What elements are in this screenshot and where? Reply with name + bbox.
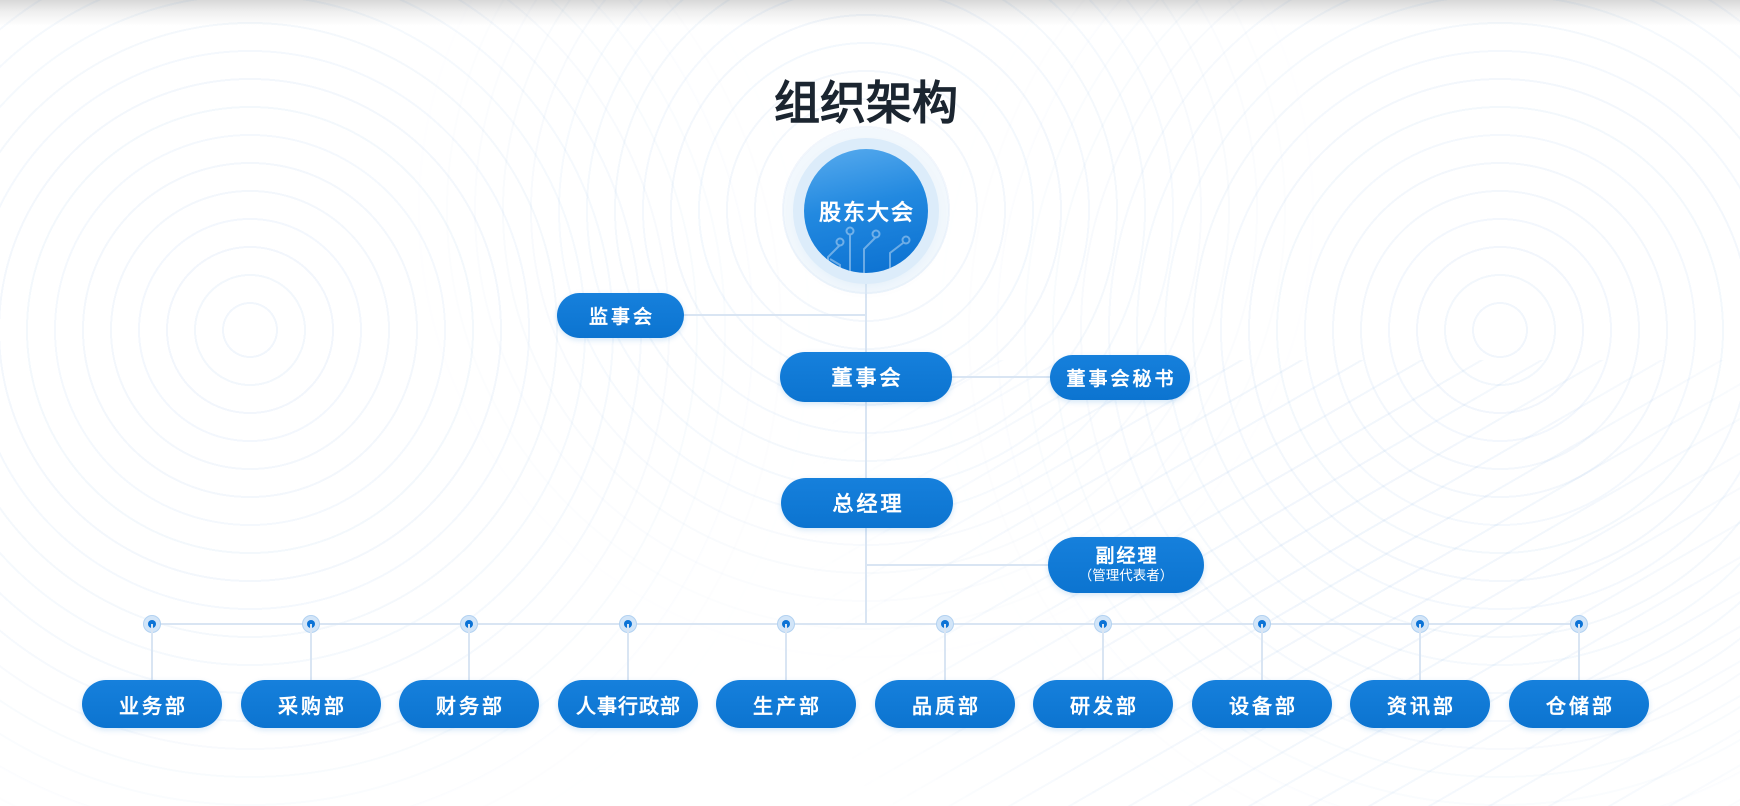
node-department-production: 生产部 — [716, 680, 856, 728]
node-label: 业务部 — [119, 695, 188, 718]
node-supervisory-board: 监事会 — [557, 293, 684, 338]
node-deputy-manager: 副经理 （管理代表者） — [1048, 537, 1204, 593]
department-group: 人事行政部 — [558, 615, 698, 745]
connector-stem — [785, 624, 787, 682]
department-group: 采购部 — [241, 615, 381, 745]
top-edge-shadow — [0, 0, 1740, 26]
node-department-quality: 品质部 — [875, 680, 1015, 728]
department-group: 财务部 — [399, 615, 539, 745]
connector-stem — [151, 624, 153, 682]
node-department-hr-admin: 人事行政部 — [558, 680, 698, 728]
node-shareholders-meeting: 股东大会 — [804, 149, 928, 273]
ripple-texture-left — [0, 0, 825, 806]
node-department-warehouse: 仓储部 — [1509, 680, 1649, 728]
node-label: 资讯部 — [1387, 695, 1456, 718]
connector-stem — [310, 624, 312, 682]
connector-board-to-gm — [865, 402, 867, 479]
node-label: 董事会秘书 — [1066, 369, 1177, 390]
node-department-it: 资讯部 — [1350, 680, 1490, 728]
node-label: 总经理 — [832, 493, 905, 516]
node-label: 研发部 — [1070, 695, 1139, 718]
connector-stem — [627, 624, 629, 682]
diagonal-texture — [760, 360, 1740, 806]
node-label: 仓储部 — [1546, 695, 1615, 718]
department-group: 研发部 — [1033, 615, 1173, 745]
node-label: 股东大会 — [818, 200, 915, 225]
connector-stem — [468, 624, 470, 682]
connector-stem — [1261, 624, 1263, 682]
node-board-secretary: 董事会秘书 — [1050, 355, 1190, 400]
node-department-rnd: 研发部 — [1033, 680, 1173, 728]
connector-department-rail — [152, 623, 1579, 625]
department-group: 业务部 — [82, 615, 222, 745]
connector-stem — [1578, 624, 1580, 682]
connector-root-to-board — [865, 280, 867, 353]
connector-stem — [1419, 624, 1421, 682]
node-department-finance: 财务部 — [399, 680, 539, 728]
node-label: 副经理 — [1095, 546, 1159, 568]
node-label: 人事行政部 — [576, 695, 681, 718]
department-group: 仓储部 — [1509, 615, 1649, 745]
node-label: 监事会 — [588, 307, 655, 328]
connector-gm-to-departments — [865, 526, 867, 625]
department-group: 资讯部 — [1350, 615, 1490, 745]
node-label: 生产部 — [753, 695, 822, 718]
node-general-manager: 总经理 — [781, 478, 953, 528]
node-label: 董事会 — [831, 367, 904, 390]
node-sublabel: （管理代表者） — [1078, 568, 1174, 584]
node-label: 采购部 — [278, 695, 347, 718]
node-label: 品质部 — [912, 695, 981, 718]
department-group: 生产部 — [716, 615, 856, 745]
connector-supervisory-branch — [620, 314, 866, 316]
circuit-pattern-icon — [827, 226, 924, 273]
ripple-texture-right — [925, 0, 1740, 806]
department-group: 品质部 — [875, 615, 1015, 745]
connector-secretary-branch — [900, 376, 1120, 378]
node-label: 设备部 — [1229, 695, 1298, 718]
connector-stem — [1102, 624, 1104, 682]
node-department-equipment: 设备部 — [1192, 680, 1332, 728]
node-label: 财务部 — [436, 695, 505, 718]
department-group: 设备部 — [1192, 615, 1332, 745]
node-department-purchasing: 采购部 — [241, 680, 381, 728]
page-title: 组织架构 — [774, 76, 958, 129]
connector-stem — [944, 624, 946, 682]
node-board-of-directors: 董事会 — [780, 352, 952, 402]
node-department-business: 业务部 — [82, 680, 222, 728]
connector-deputy-branch — [866, 564, 1106, 566]
